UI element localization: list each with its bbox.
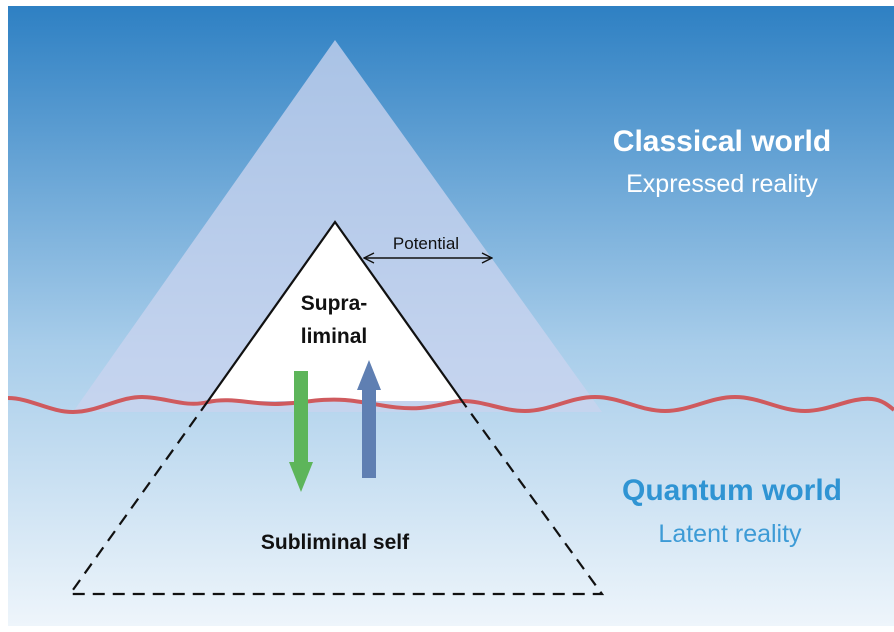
supraliminal-label-line1: Supra-	[301, 292, 368, 315]
up-arrow-icon	[357, 360, 381, 478]
quantum-world-subtitle: Latent reality	[658, 520, 802, 548]
classical-world-subtitle: Expressed reality	[626, 170, 818, 198]
supraliminal-outline	[207, 220, 463, 402]
supraliminal-label-line2: liminal	[301, 325, 368, 348]
subliminal-outline	[67, 400, 605, 596]
classical-world-title: Classical world	[613, 125, 831, 158]
supraliminal-region	[208, 222, 462, 401]
down-arrow-icon	[289, 371, 313, 492]
subliminal-self-label: Subliminal self	[261, 531, 410, 554]
quantum-world-title: Quantum world	[622, 474, 842, 507]
potential-label: Potential	[393, 234, 459, 253]
